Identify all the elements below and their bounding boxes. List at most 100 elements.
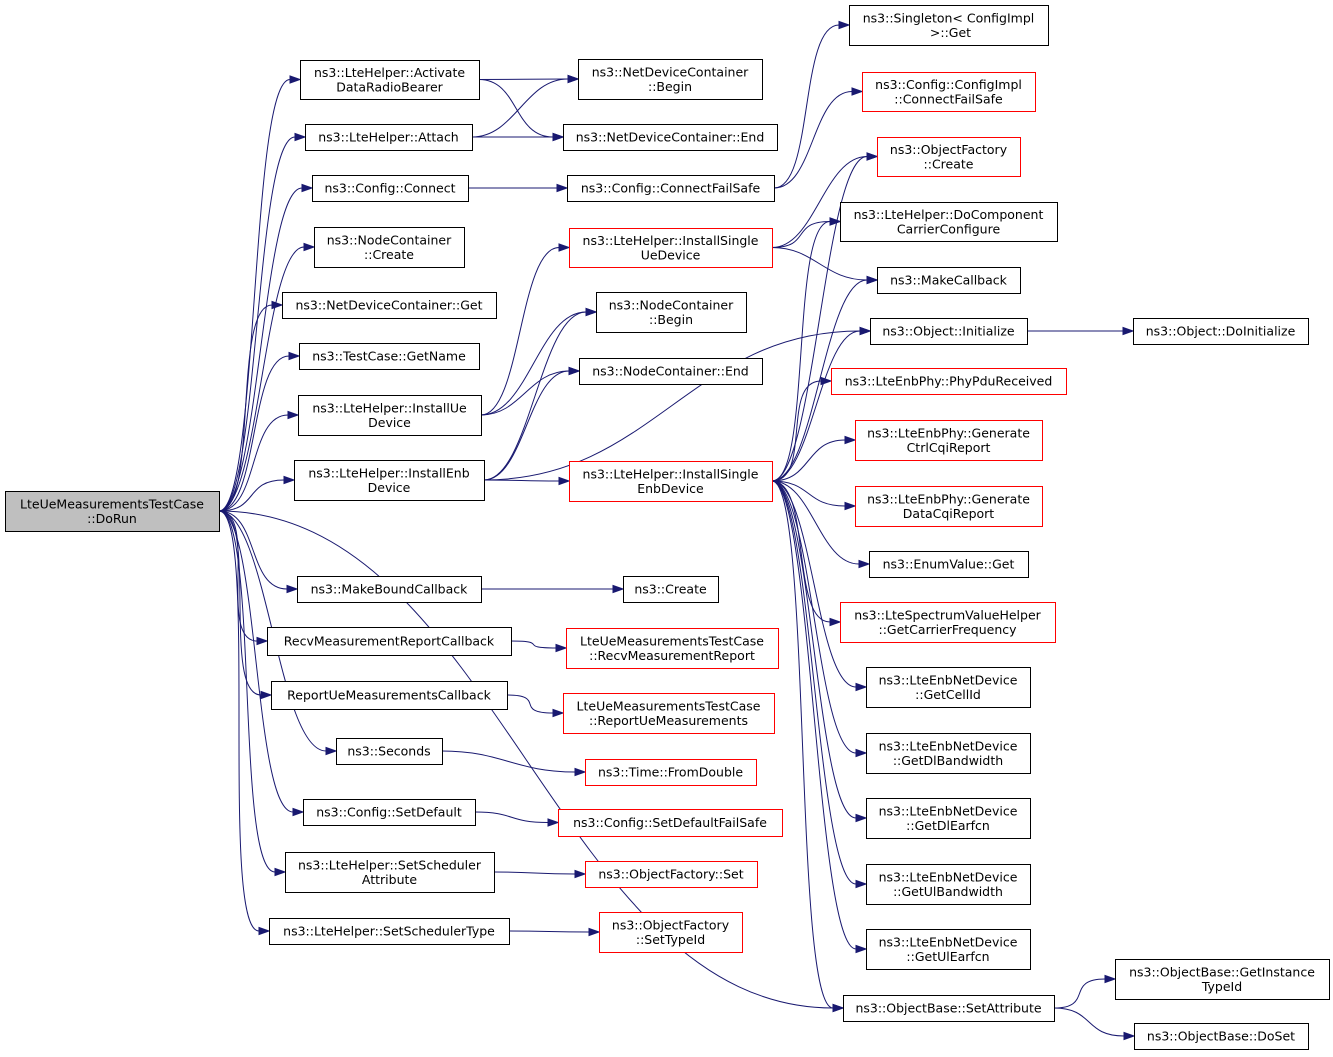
- node-label: ns3::Time::FromDouble: [598, 765, 743, 780]
- node-label: ns3::LteEnbPhy::Generate: [867, 491, 1030, 506]
- node-ns3-lteenbnetdevice-getulbandwidth[interactable]: ns3::LteEnbNetDevice::GetUlBandwidth: [866, 864, 1031, 905]
- node-reportuemeasurementscallback[interactable]: ReportUeMeasurementsCallback: [271, 681, 508, 710]
- call-edge: [441, 750, 587, 777]
- call-edge: [771, 480, 868, 692]
- node-ns3-objectbase-doset[interactable]: ns3::ObjectBase::DoSet: [1134, 1023, 1309, 1050]
- node-label: ns3::NodeContainer: [609, 297, 734, 312]
- node-box: [558, 809, 783, 837]
- node-ns3-lteenbnetdevice-getdlbandwidth[interactable]: ns3::LteEnbNetDevice::GetDlBandwidth: [866, 733, 1031, 774]
- node-box: [298, 395, 482, 436]
- edge-line: [771, 480, 846, 507]
- edge-line: [218, 510, 258, 642]
- node-ns3-objectfactory-set[interactable]: ns3::ObjectFactory::Set: [585, 861, 758, 888]
- call-edge: [771, 480, 868, 758]
- node-label: ns3::LteHelper::InstallUe: [312, 400, 467, 415]
- node-box: [563, 124, 778, 151]
- edge-line: [478, 78, 569, 80]
- node-ns3-makecallback[interactable]: ns3::MakeCallback: [877, 267, 1021, 294]
- node-ns3-lteenbnetdevice-getulearfcn[interactable]: ns3::LteEnbNetDevice::GetUlEarfcn: [866, 929, 1031, 970]
- node-ns3-seconds[interactable]: ns3::Seconds: [336, 738, 443, 765]
- node-label: ::Begin: [648, 79, 692, 94]
- node-label: ns3::TestCase::GetName: [312, 349, 466, 364]
- arrowhead-icon: [556, 183, 569, 193]
- node-box: [877, 137, 1021, 177]
- node-label: ::GetUlEarfcn: [906, 949, 989, 964]
- node-lteuemeasurementstestcase-recvmeasurementreport[interactable]: LteUeMeasurementsTestCase::RecvMeasureme…: [566, 628, 779, 669]
- node-label: ns3::Config::SetDefault: [316, 805, 462, 820]
- node-recvmeasurementreportcallback[interactable]: RecvMeasurementReportCallback: [267, 627, 512, 656]
- node-ns3-objectfactory-settypeid[interactable]: ns3::ObjectFactory::SetTypeId: [599, 912, 743, 953]
- arrowhead-icon: [256, 636, 269, 646]
- node-ns3-makeboundcallback[interactable]: ns3::MakeBoundCallback: [297, 576, 482, 603]
- node-ns3-objectbase-setattribute[interactable]: ns3::ObjectBase::SetAttribute: [843, 995, 1055, 1022]
- node-lteuemeasurementstestcase-dorun[interactable]: LteUeMeasurementsTestCase::DoRun: [5, 491, 220, 532]
- arrowhead-icon: [260, 690, 273, 700]
- node-lteuemeasurementstestcase-reportuemeasurements[interactable]: LteUeMeasurementsTestCase::ReportUeMeasu…: [563, 693, 775, 734]
- node-ns3-netdevicecontainer-get[interactable]: ns3::NetDeviceContainer::Get: [282, 292, 497, 319]
- node-ns3-singleton-configimpl-get[interactable]: ns3::Singleton< ConfigImpl >::Get: [849, 5, 1049, 46]
- node-ns3-lteenbnetdevice-getcellid[interactable]: ns3::LteEnbNetDevice::GetCellId: [866, 667, 1031, 708]
- node-ns3-netdevicecontainer-begin[interactable]: ns3::NetDeviceContainer::Begin: [578, 59, 763, 100]
- edge-line: [441, 750, 576, 773]
- node-box: [870, 318, 1028, 345]
- node-box: [866, 733, 1031, 774]
- arrowhead-icon: [558, 476, 571, 486]
- edge-line: [771, 480, 860, 565]
- node-ns3-config-setdefault[interactable]: ns3::Config::SetDefault: [303, 799, 476, 826]
- node-ns3-config-connectfailsafe[interactable]: ns3::Config::ConnectFailSafe: [567, 175, 775, 202]
- node-label: ns3::Seconds: [347, 744, 430, 759]
- node-ns3-nodecontainer-begin[interactable]: ns3::NodeContainer::Begin: [596, 292, 747, 333]
- node-ns3-config-connect[interactable]: ns3::Config::Connect: [312, 175, 469, 202]
- node-ns3-lteenbphy-phypdureceived[interactable]: ns3::LteEnbPhy::PhyPduReceived: [831, 368, 1067, 395]
- call-edge: [1027, 326, 1135, 336]
- node-box: [566, 628, 779, 669]
- arrowhead-icon: [588, 927, 601, 937]
- node-ns3-ltehelper-docomponent-carrierconfigure[interactable]: ns3::LteHelper::DoComponentCarrierConfig…: [840, 202, 1058, 242]
- call-edge: [218, 510, 269, 646]
- arrowhead-icon: [851, 87, 864, 96]
- node-ns3-ltehelper-attach[interactable]: ns3::LteHelper::Attach: [305, 124, 473, 151]
- node-box: [623, 576, 719, 603]
- node-ns3-config-setdefaultfailsafe[interactable]: ns3::Config::SetDefaultFailSafe: [558, 809, 783, 837]
- nodes-layer: LteUeMeasurementsTestCase::DoRunns3::Lte…: [5, 5, 1330, 1050]
- call-edge: [218, 510, 287, 877]
- node-ns3-testcase-getname[interactable]: ns3::TestCase::GetName: [299, 343, 480, 370]
- node-label: ns3::LteHelper::InstallSingle: [583, 233, 759, 248]
- node-ns3-lteenbnetdevice-getdlearfcn[interactable]: ns3::LteEnbNetDevice::GetDlEarfcn: [866, 798, 1031, 839]
- node-box: [843, 995, 1055, 1022]
- node-ns3-object-doinitialize[interactable]: ns3::Object::DoInitialize: [1133, 318, 1309, 345]
- node-ns3-time-fromdouble[interactable]: ns3::Time::FromDouble: [585, 759, 757, 786]
- node-ns3-objectfactory-create[interactable]: ns3::ObjectFactory::Create: [877, 137, 1021, 177]
- node-ns3-netdevicecontainer-end[interactable]: ns3::NetDeviceContainer::End: [563, 124, 778, 151]
- node-ns3-object-initialize[interactable]: ns3::Object::Initialize: [870, 318, 1028, 345]
- edge-line: [771, 480, 857, 819]
- arrowhead-icon: [552, 708, 565, 718]
- node-ns3-nodecontainer-end[interactable]: ns3::NodeContainer::End: [579, 358, 763, 385]
- node-label: ns3::NodeContainer: [327, 232, 452, 247]
- arrowhead-icon: [271, 300, 284, 310]
- edge-line: [773, 91, 853, 189]
- call-edge: [771, 152, 879, 482]
- arrowhead-icon: [855, 944, 868, 954]
- node-ns3-create[interactable]: ns3::Create: [623, 576, 719, 603]
- node-ns3-nodecontainer-create[interactable]: ns3::NodeContainer::Create: [314, 227, 465, 268]
- node-label: ns3::NetDeviceContainer: [592, 64, 749, 79]
- node-ns3-ltehelper-setschedulertype[interactable]: ns3::LteHelper::SetSchedulerType: [269, 918, 510, 945]
- node-box: [294, 460, 485, 501]
- edge-line: [218, 510, 260, 932]
- node-ns3-enumvalue-get[interactable]: ns3::EnumValue::Get: [869, 551, 1029, 578]
- arrowhead-icon: [855, 879, 868, 889]
- node-ns3-ltespectrumvaluehelper-getcarrierfrequency[interactable]: ns3::LteSpectrumValueHelper::GetCarrierF…: [840, 602, 1056, 643]
- edge-line: [771, 156, 868, 482]
- node-ns3-config-configimpl-connectfailsafe[interactable]: ns3::Config::ConfigImpl::ConnectFailSafe: [862, 72, 1036, 112]
- node-label: ns3::LteEnbNetDevice: [879, 672, 1018, 687]
